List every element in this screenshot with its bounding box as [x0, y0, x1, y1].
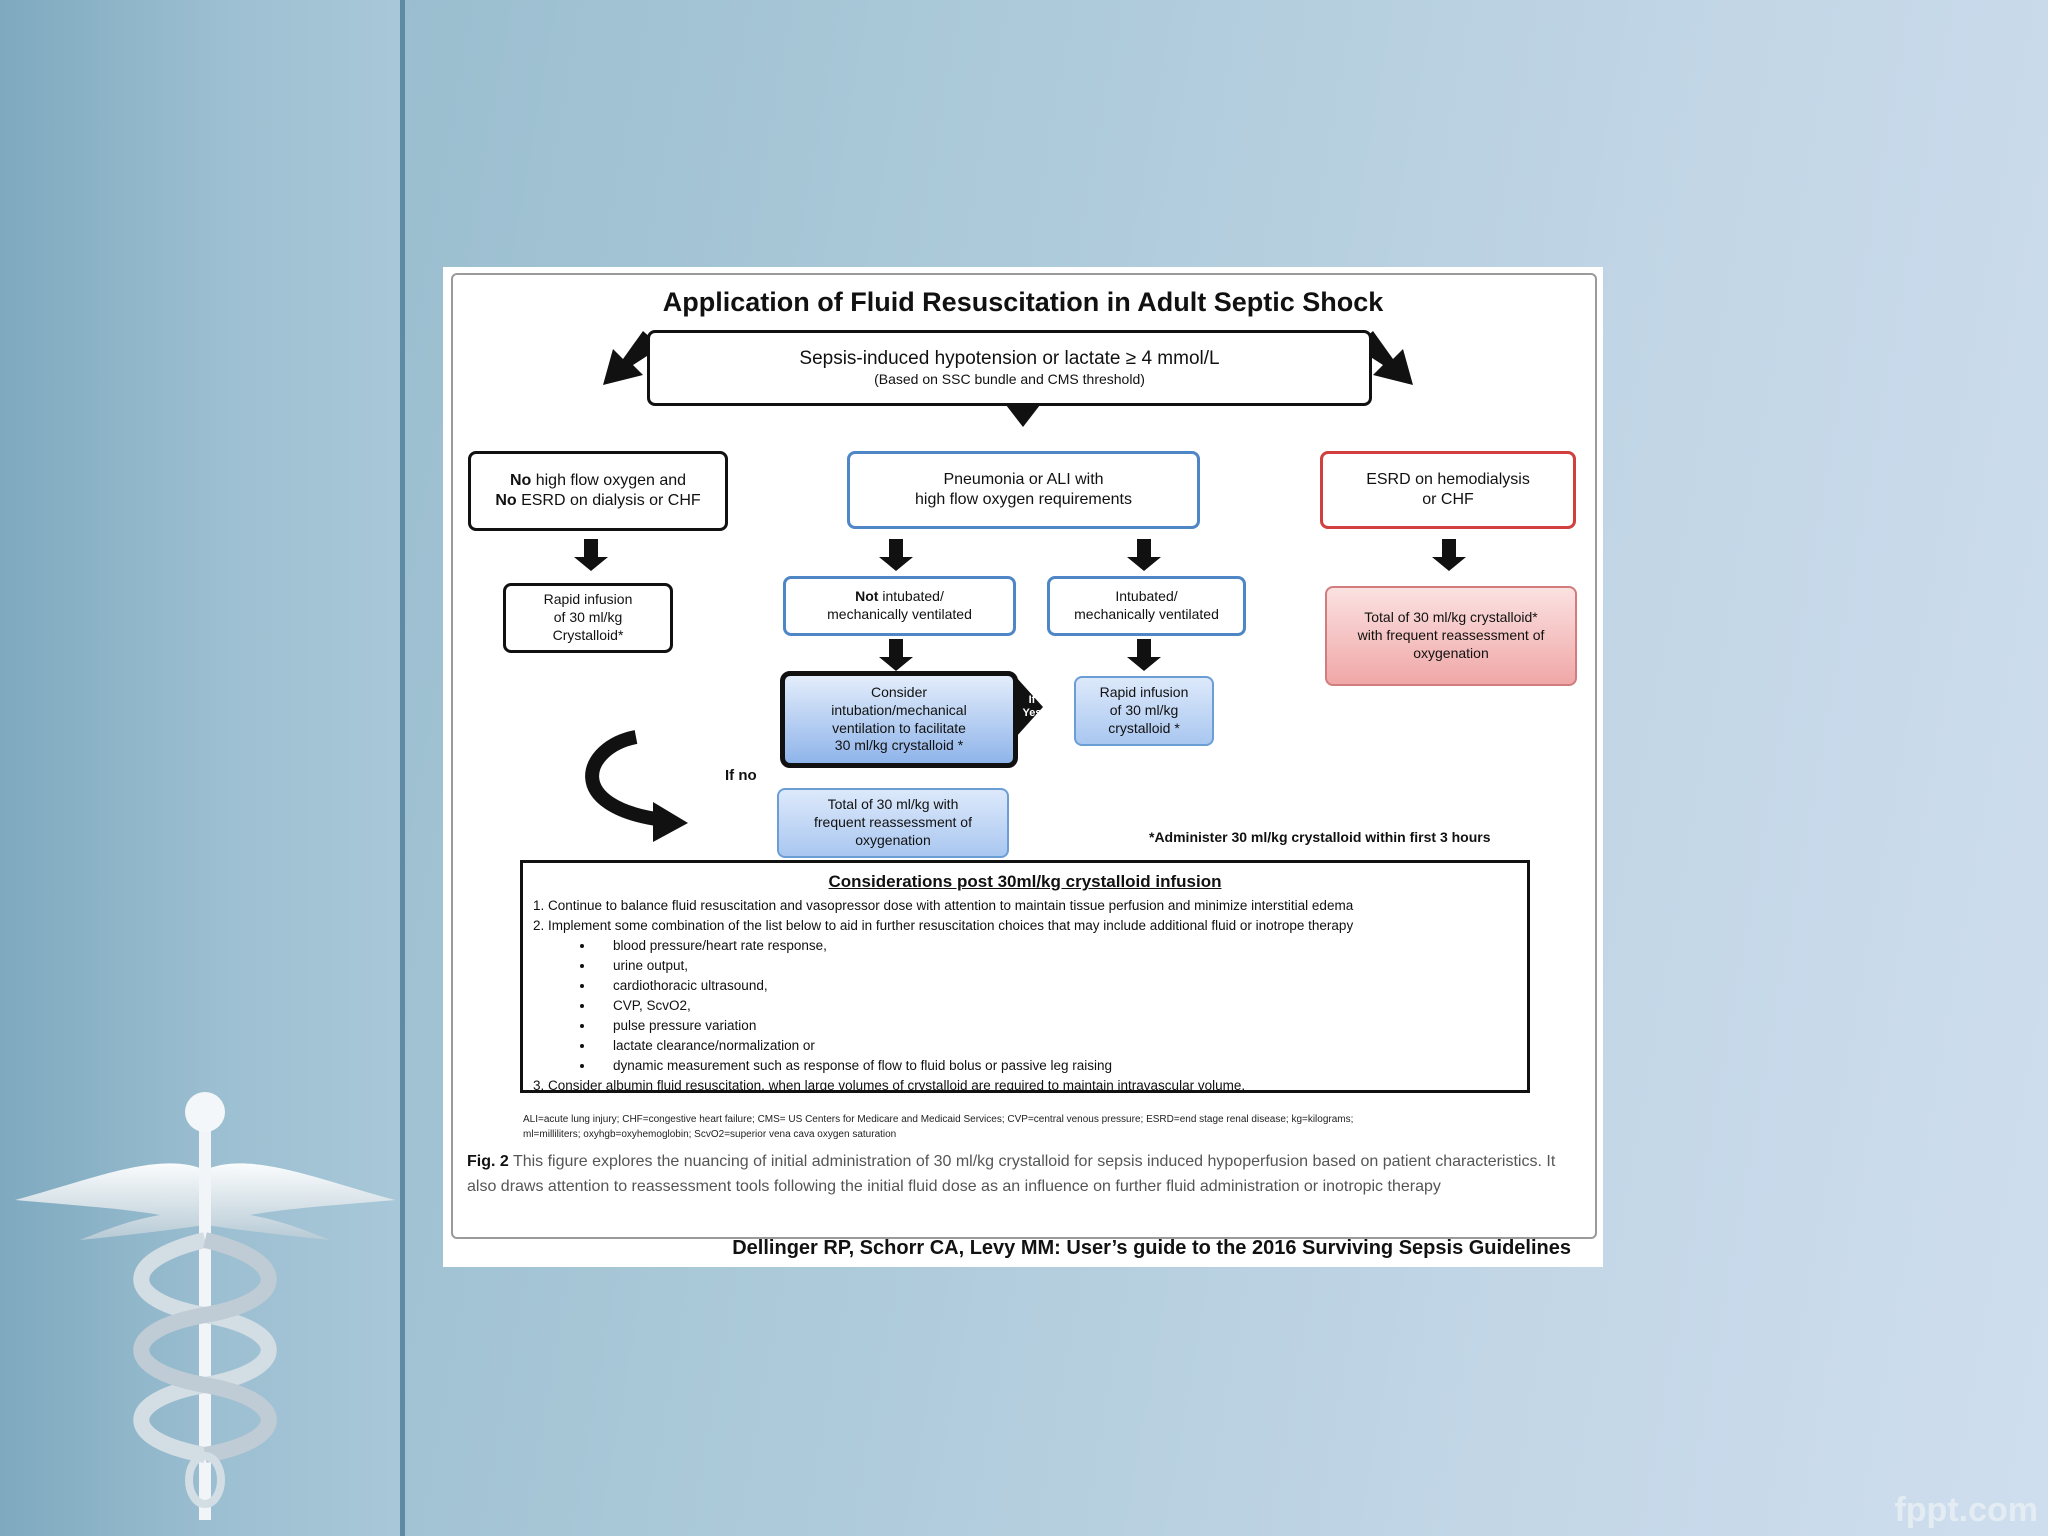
arrow-top-left: [603, 331, 661, 385]
right-condition-box: ESRD on hemodialysis or CHF: [1320, 451, 1576, 529]
right-condition-line2: or CHF: [1422, 491, 1474, 508]
left-result-line2: of 30 ml/kg: [553, 609, 623, 626]
rapid-infusion-mid-box: Rapid infusion of 30 ml/kg crystalloid *: [1074, 676, 1214, 746]
arrow-int-down: [1127, 639, 1161, 671]
if-yes-label: If Yes: [1022, 694, 1042, 720]
arrow-notint-down: [879, 639, 913, 671]
left-condition-line1: No high flow oxygen and: [509, 471, 687, 489]
bullet-item: CVP, ScvO2,: [595, 996, 1517, 1016]
consider-line2: intubation/mechanical: [831, 701, 967, 718]
bullet-item: cardiothoracic ultrasound,: [595, 976, 1517, 996]
arrow-if-no: [585, 730, 664, 827]
considerations-item-1: 1. Continue to balance fluid resuscitati…: [533, 898, 1354, 914]
considerations-box: Considerations post 30ml/kg crystalloid …: [520, 860, 1530, 1093]
intubated-line1: Intubated/: [1115, 588, 1178, 605]
watermark: fppt.com: [1894, 1491, 2038, 1529]
arrow-mid-left-down: [879, 539, 913, 571]
considerations-title: Considerations post 30ml/kg crystalloid …: [828, 872, 1222, 891]
arrow-left-down: [574, 539, 608, 571]
top-condition-note: (Based on SSC bundle and CMS threshold): [874, 371, 1145, 388]
total-mid-box: Total of 30 ml/kg with frequent reassess…: [777, 788, 1009, 858]
right-condition-line1: ESRD on hemodialysis: [1366, 470, 1530, 488]
bullet-item: pulse pressure variation: [595, 1016, 1517, 1036]
left-condition-box: No high flow oxygen and No ESRD on dialy…: [468, 451, 728, 531]
consider-line3: ventilation to facilitate: [832, 719, 966, 736]
abbreviations-line2: ml=milliliters; oxyhgb=oxyhemoglobin; Sc…: [523, 1128, 897, 1140]
rapid-mid-line2: of 30 ml/kg: [1109, 702, 1179, 719]
rapid-mid-line3: crystalloid *: [1108, 719, 1180, 736]
bullet-item: dynamic measurement such as response of …: [595, 1056, 1517, 1076]
left-result-line1: Rapid infusion: [543, 591, 633, 608]
left-result-box: Rapid infusion of 30 ml/kg Crystalloid*: [503, 583, 673, 653]
total-mid-line2: frequent reassessment of: [814, 814, 972, 831]
middle-condition-line2: high flow oxygen requirements: [914, 491, 1132, 508]
caduceus-logo: [15, 1092, 395, 1520]
bullet-item: blood pressure/heart rate response,: [595, 936, 1517, 956]
flowchart-figure: Application of Fluid Resuscitation in Ad…: [443, 267, 1603, 1267]
consider-line1: Consider: [870, 683, 928, 700]
considerations-bullets: blood pressure/heart rate response, urin…: [533, 936, 1517, 1076]
considerations-item-3: 3. Consider albumin fluid resuscitation,…: [533, 1077, 1246, 1093]
left-result-line3: Crystalloid*: [552, 626, 624, 643]
caption-text: This figure explores the nuancing of ini…: [467, 1153, 1556, 1195]
figure-title: Application of Fluid Resuscitation in Ad…: [662, 287, 1384, 317]
top-condition-text: Sepsis-induced hypotension or lactate ≥ …: [799, 347, 1220, 369]
figure-caption: Fig. 2 This figure explores the nuancing…: [467, 1150, 1577, 1200]
arrow-mid-right-down: [1127, 539, 1161, 571]
caption-label: Fig. 2: [467, 1153, 509, 1170]
right-result-line3: oxygenation: [1413, 644, 1489, 661]
citation: Dellinger RP, Schorr CA, Levy MM: User’s…: [732, 1237, 1571, 1259]
top-condition-box: Sepsis-induced hypotension or lactate ≥ …: [647, 330, 1372, 406]
intubated-box: Intubated/ mechanically ventilated: [1047, 576, 1246, 636]
right-result-line1: Total of 30 ml/kg crystalloid*: [1364, 609, 1538, 626]
intubated-line2: mechanically ventilated: [1074, 606, 1219, 622]
bullet-item: urine output,: [595, 956, 1517, 976]
panel-divider: [400, 0, 405, 1536]
not-intubated-line1: Not intubated/: [855, 588, 944, 605]
right-result-line2: with frequent reassessment of: [1357, 627, 1545, 644]
right-result-box: Total of 30 ml/kg crystalloid* with freq…: [1325, 586, 1577, 686]
if-no-label: If no: [725, 767, 757, 784]
administer-footnote: *Administer 30 ml/kg crystalloid within …: [1149, 829, 1491, 845]
middle-condition-line1: Pneumonia or ALI with: [943, 470, 1104, 488]
consider-intubation-box: Consider intubation/mechanical ventilati…: [780, 671, 1018, 768]
total-mid-line3: oxygenation: [855, 831, 931, 848]
rapid-mid-line1: Rapid infusion: [1099, 684, 1189, 701]
not-intubated-line2: mechanically ventilated: [827, 606, 972, 622]
figure-frame: [451, 273, 1597, 1239]
considerations-item-2: 2. Implement some combination of the lis…: [533, 918, 1354, 934]
middle-condition-box: Pneumonia or ALI with high flow oxygen r…: [847, 451, 1200, 529]
abbreviations: ALI=acute lung injury; CHF=congestive he…: [523, 1113, 1543, 1142]
abbreviations-line1: ALI=acute lung injury; CHF=congestive he…: [523, 1114, 1354, 1125]
consider-line4: 30 ml/kg crystalloid *: [834, 737, 964, 754]
total-mid-line1: Total of 30 ml/kg with: [827, 796, 959, 813]
left-condition-line2: No ESRD on dialysis or CHF: [495, 492, 701, 509]
bullet-item: lactate clearance/normalization or: [595, 1036, 1517, 1056]
not-intubated-box: Not intubated/ mechanically ventilated: [783, 576, 1016, 636]
arrow-right-down: [1432, 539, 1466, 571]
